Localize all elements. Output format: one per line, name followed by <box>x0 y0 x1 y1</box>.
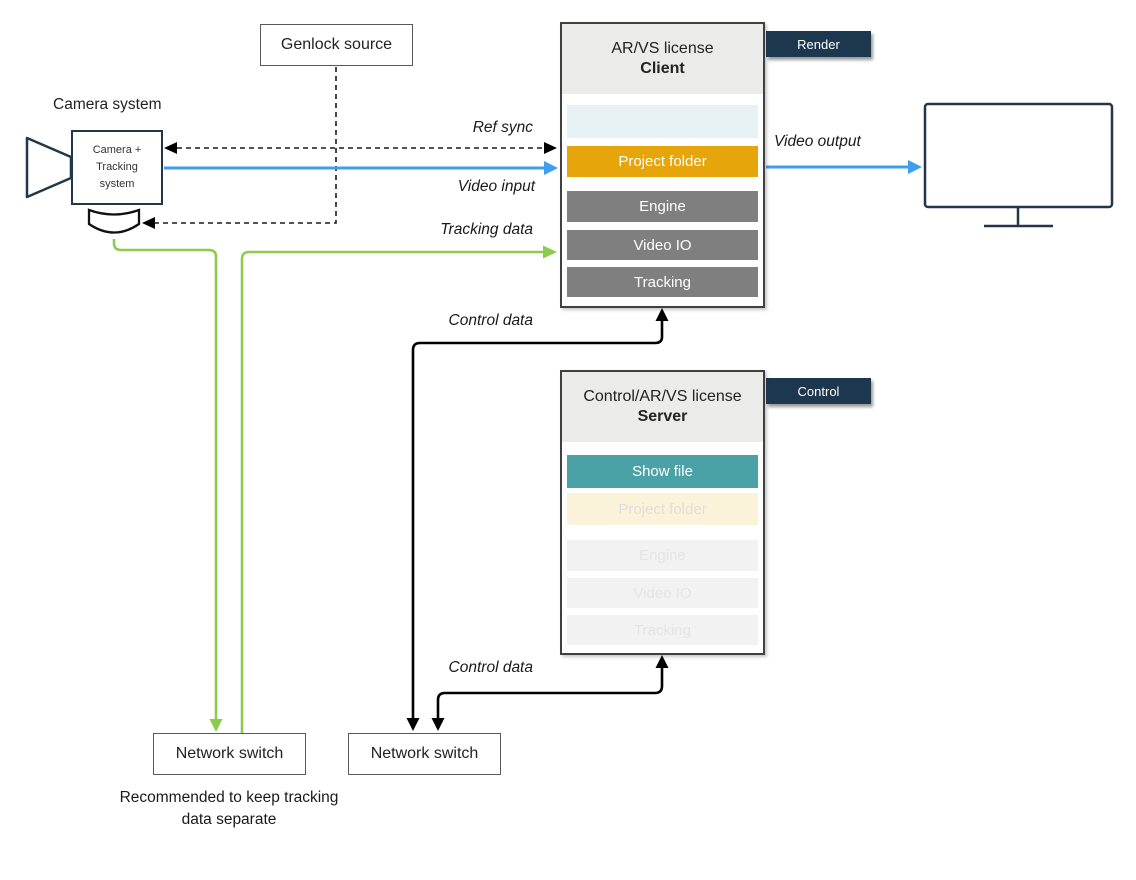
network-switch-control-box: Network switch <box>348 733 501 775</box>
genlock-sync-line <box>142 67 337 229</box>
tracking-to-switch-line <box>112 239 223 732</box>
network-switch-tracking-label: Network switch <box>175 745 284 762</box>
genlock-source-label: Genlock source <box>280 36 393 53</box>
render-tag: Render <box>766 31 871 57</box>
server-role-label: Server <box>637 408 688 425</box>
ref-sync-label: Ref sync <box>472 119 533 136</box>
client-row-project-folder: Project folder <box>567 146 758 177</box>
tracking-to-client-line <box>240 245 557 733</box>
client-row-video-io: Video IO <box>567 230 758 260</box>
server-row-tracking: Tracking <box>567 615 758 645</box>
control-tag: Control <box>766 378 871 404</box>
client-row-tracking: Tracking <box>567 267 758 297</box>
camera-lens-icon <box>25 136 73 199</box>
network-switch-tracking-box: Network switch <box>153 733 306 775</box>
server-row-show-file: Show file <box>567 455 758 488</box>
client-role-label: Client <box>640 60 685 77</box>
client-row-showfile-empty <box>567 105 758 138</box>
server-row-video-io: Video IO <box>567 578 758 608</box>
server-header: Control/AR/VS license Server <box>562 372 763 442</box>
client-control-line <box>406 308 669 731</box>
client-header: AR/VS license Client <box>562 24 763 94</box>
server-row-engine: Engine <box>567 540 758 571</box>
camera-tracking-label: Camera + Tracking system <box>92 143 142 191</box>
camera-tracking-box: Camera + Tracking system <box>71 130 163 205</box>
tracking-data-label: Tracking data <box>440 221 533 238</box>
ref-sync-arrow <box>164 142 557 154</box>
camera-system-title: Camera system <box>53 96 162 113</box>
client-device-box: AR/VS license Client Project folder Engi… <box>560 22 765 308</box>
control-data-label-client: Control data <box>448 312 533 329</box>
video-input-label: Video input <box>457 178 535 195</box>
server-license-label: Control/AR/VS license <box>583 388 742 405</box>
tracking-sensor-icon <box>87 208 141 234</box>
video-output-label: Video output <box>774 133 861 150</box>
video-output-arrow <box>766 160 922 174</box>
genlock-source-box: Genlock source <box>260 24 413 66</box>
tracking-note: Recommended to keep tracking data separa… <box>119 789 339 828</box>
server-device-box: Control/AR/VS license Server Show file P… <box>560 370 765 655</box>
client-license-label: AR/VS license <box>611 40 714 57</box>
network-switch-control-label: Network switch <box>370 745 479 762</box>
client-row-engine: Engine <box>567 191 758 222</box>
video-input-arrow <box>164 161 558 175</box>
control-data-label-server: Control data <box>448 659 533 676</box>
server-control-line <box>431 655 669 731</box>
monitor-icon <box>923 102 1114 228</box>
server-row-project-folder: Project folder <box>567 493 758 525</box>
